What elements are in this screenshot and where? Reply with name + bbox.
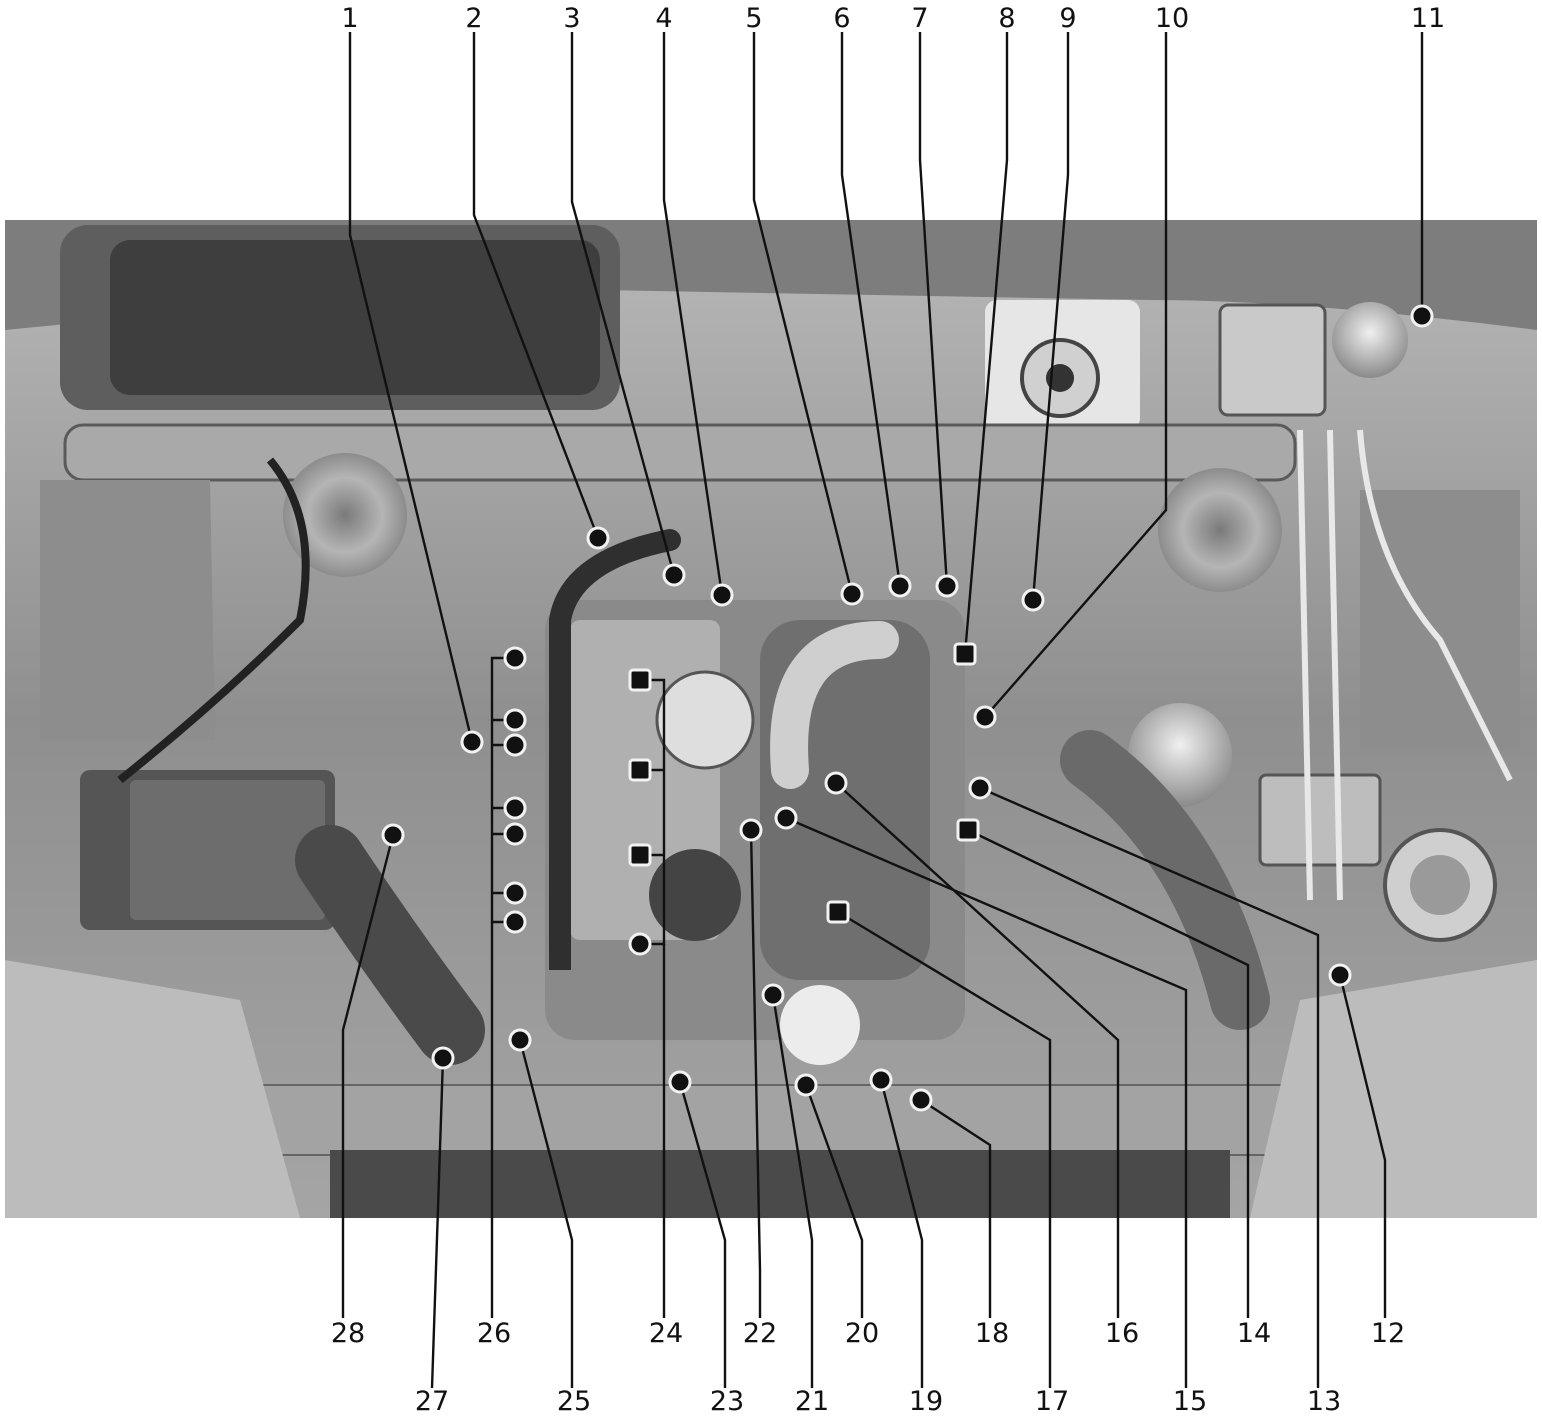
leader-3 bbox=[570, 32, 676, 576]
label-8: 8 bbox=[998, 3, 1015, 34]
leader-20 bbox=[804, 1084, 864, 1318]
callout-marker bbox=[628, 932, 652, 956]
leader-7 bbox=[918, 32, 949, 587]
callout-marker bbox=[460, 730, 484, 754]
callout-marker bbox=[826, 900, 850, 924]
callout-marker bbox=[503, 822, 527, 846]
callout-marker bbox=[431, 1046, 455, 1070]
leader-19 bbox=[879, 1079, 924, 1388]
label-7: 7 bbox=[911, 3, 928, 34]
callout-marker bbox=[628, 668, 652, 692]
leader-28 bbox=[341, 834, 395, 1318]
callout-marker bbox=[628, 758, 652, 782]
label-10: 10 bbox=[1155, 3, 1189, 34]
callout-markers bbox=[381, 304, 1434, 1112]
leader-8 bbox=[963, 32, 1009, 655]
callout-marker bbox=[869, 1068, 893, 1092]
leader-15 bbox=[785, 816, 1188, 1388]
callout-marker bbox=[503, 708, 527, 732]
label-9: 9 bbox=[1059, 3, 1076, 34]
label-19: 19 bbox=[909, 1386, 943, 1417]
leader-14 bbox=[967, 828, 1250, 1318]
callout-marker bbox=[888, 574, 912, 598]
label-28: 28 bbox=[331, 1318, 365, 1349]
callout-marker bbox=[968, 776, 992, 800]
leader-10 bbox=[984, 32, 1168, 718]
callout-marker bbox=[503, 733, 527, 757]
leader-27 bbox=[430, 1057, 445, 1389]
callout-marker bbox=[1328, 963, 1352, 987]
leader-12 bbox=[1338, 974, 1387, 1318]
callout-marker bbox=[953, 642, 977, 666]
callout-marker bbox=[909, 1088, 933, 1112]
callout-marker bbox=[1410, 304, 1434, 328]
leader-24-bracket bbox=[640, 678, 666, 946]
label-4: 4 bbox=[655, 3, 672, 34]
label-5: 5 bbox=[745, 3, 762, 34]
label-6: 6 bbox=[833, 3, 850, 34]
callout-marker bbox=[503, 910, 527, 934]
callout-marker bbox=[794, 1073, 818, 1097]
callout-marker bbox=[840, 582, 864, 606]
label-16: 16 bbox=[1105, 1318, 1139, 1349]
label-27: 27 bbox=[415, 1386, 449, 1417]
label-15: 15 bbox=[1173, 1386, 1207, 1417]
callout-marker bbox=[824, 771, 848, 795]
engine-photo bbox=[5, 220, 1537, 1218]
callout-marker bbox=[973, 705, 997, 729]
callout-marker bbox=[710, 583, 734, 607]
label-24: 24 bbox=[649, 1318, 683, 1349]
callout-marker bbox=[586, 526, 610, 550]
leader-21 bbox=[771, 994, 814, 1388]
leader-13 bbox=[979, 786, 1320, 1388]
callout-marker bbox=[739, 818, 763, 842]
label-11: 11 bbox=[1411, 3, 1445, 34]
label-17: 17 bbox=[1035, 1386, 1069, 1417]
top-labels: 1 2 3 4 5 6 7 8 9 10 11 bbox=[341, 3, 1445, 34]
callout-marker bbox=[956, 818, 980, 842]
label-20: 20 bbox=[845, 1318, 879, 1349]
callout-lines bbox=[341, 32, 1424, 1389]
callout-marker bbox=[508, 1028, 532, 1052]
label-25: 25 bbox=[557, 1386, 591, 1417]
label-13: 13 bbox=[1307, 1386, 1341, 1417]
leader-4 bbox=[662, 32, 724, 596]
leader-17 bbox=[837, 910, 1052, 1388]
label-26: 26 bbox=[477, 1318, 511, 1349]
label-2: 2 bbox=[465, 3, 482, 34]
label-21: 21 bbox=[795, 1386, 829, 1417]
callout-marker bbox=[774, 806, 798, 830]
callout-marker bbox=[935, 574, 959, 598]
callout-marker bbox=[503, 796, 527, 820]
callout-marker bbox=[668, 1070, 692, 1094]
label-22: 22 bbox=[743, 1318, 777, 1349]
leader-9 bbox=[1031, 32, 1070, 601]
callout-marker bbox=[381, 823, 405, 847]
leader-22 bbox=[749, 829, 762, 1318]
callout-marker bbox=[662, 563, 686, 587]
callout-marker bbox=[628, 843, 652, 867]
leader-23 bbox=[678, 1081, 727, 1388]
callout-marker bbox=[761, 983, 785, 1007]
bottom-labels-row1: 28 26 24 22 20 18 16 14 12 bbox=[331, 1318, 1405, 1349]
leader-16 bbox=[835, 782, 1120, 1318]
bottom-labels-row2: 27 25 23 21 19 17 15 13 bbox=[415, 1386, 1341, 1417]
callout-marker bbox=[1021, 588, 1045, 612]
leader-5 bbox=[752, 32, 854, 595]
label-14: 14 bbox=[1237, 1318, 1271, 1349]
callout-marker bbox=[503, 881, 527, 905]
leader-6 bbox=[840, 32, 902, 587]
leader-2 bbox=[472, 32, 600, 539]
callout-marker bbox=[503, 646, 527, 670]
label-23: 23 bbox=[710, 1386, 744, 1417]
leader-1 bbox=[348, 32, 474, 743]
leader-25 bbox=[518, 1039, 574, 1388]
leader-18 bbox=[920, 1098, 992, 1318]
label-1: 1 bbox=[341, 3, 358, 34]
label-18: 18 bbox=[975, 1318, 1009, 1349]
label-12: 12 bbox=[1371, 1318, 1405, 1349]
label-3: 3 bbox=[563, 3, 580, 34]
